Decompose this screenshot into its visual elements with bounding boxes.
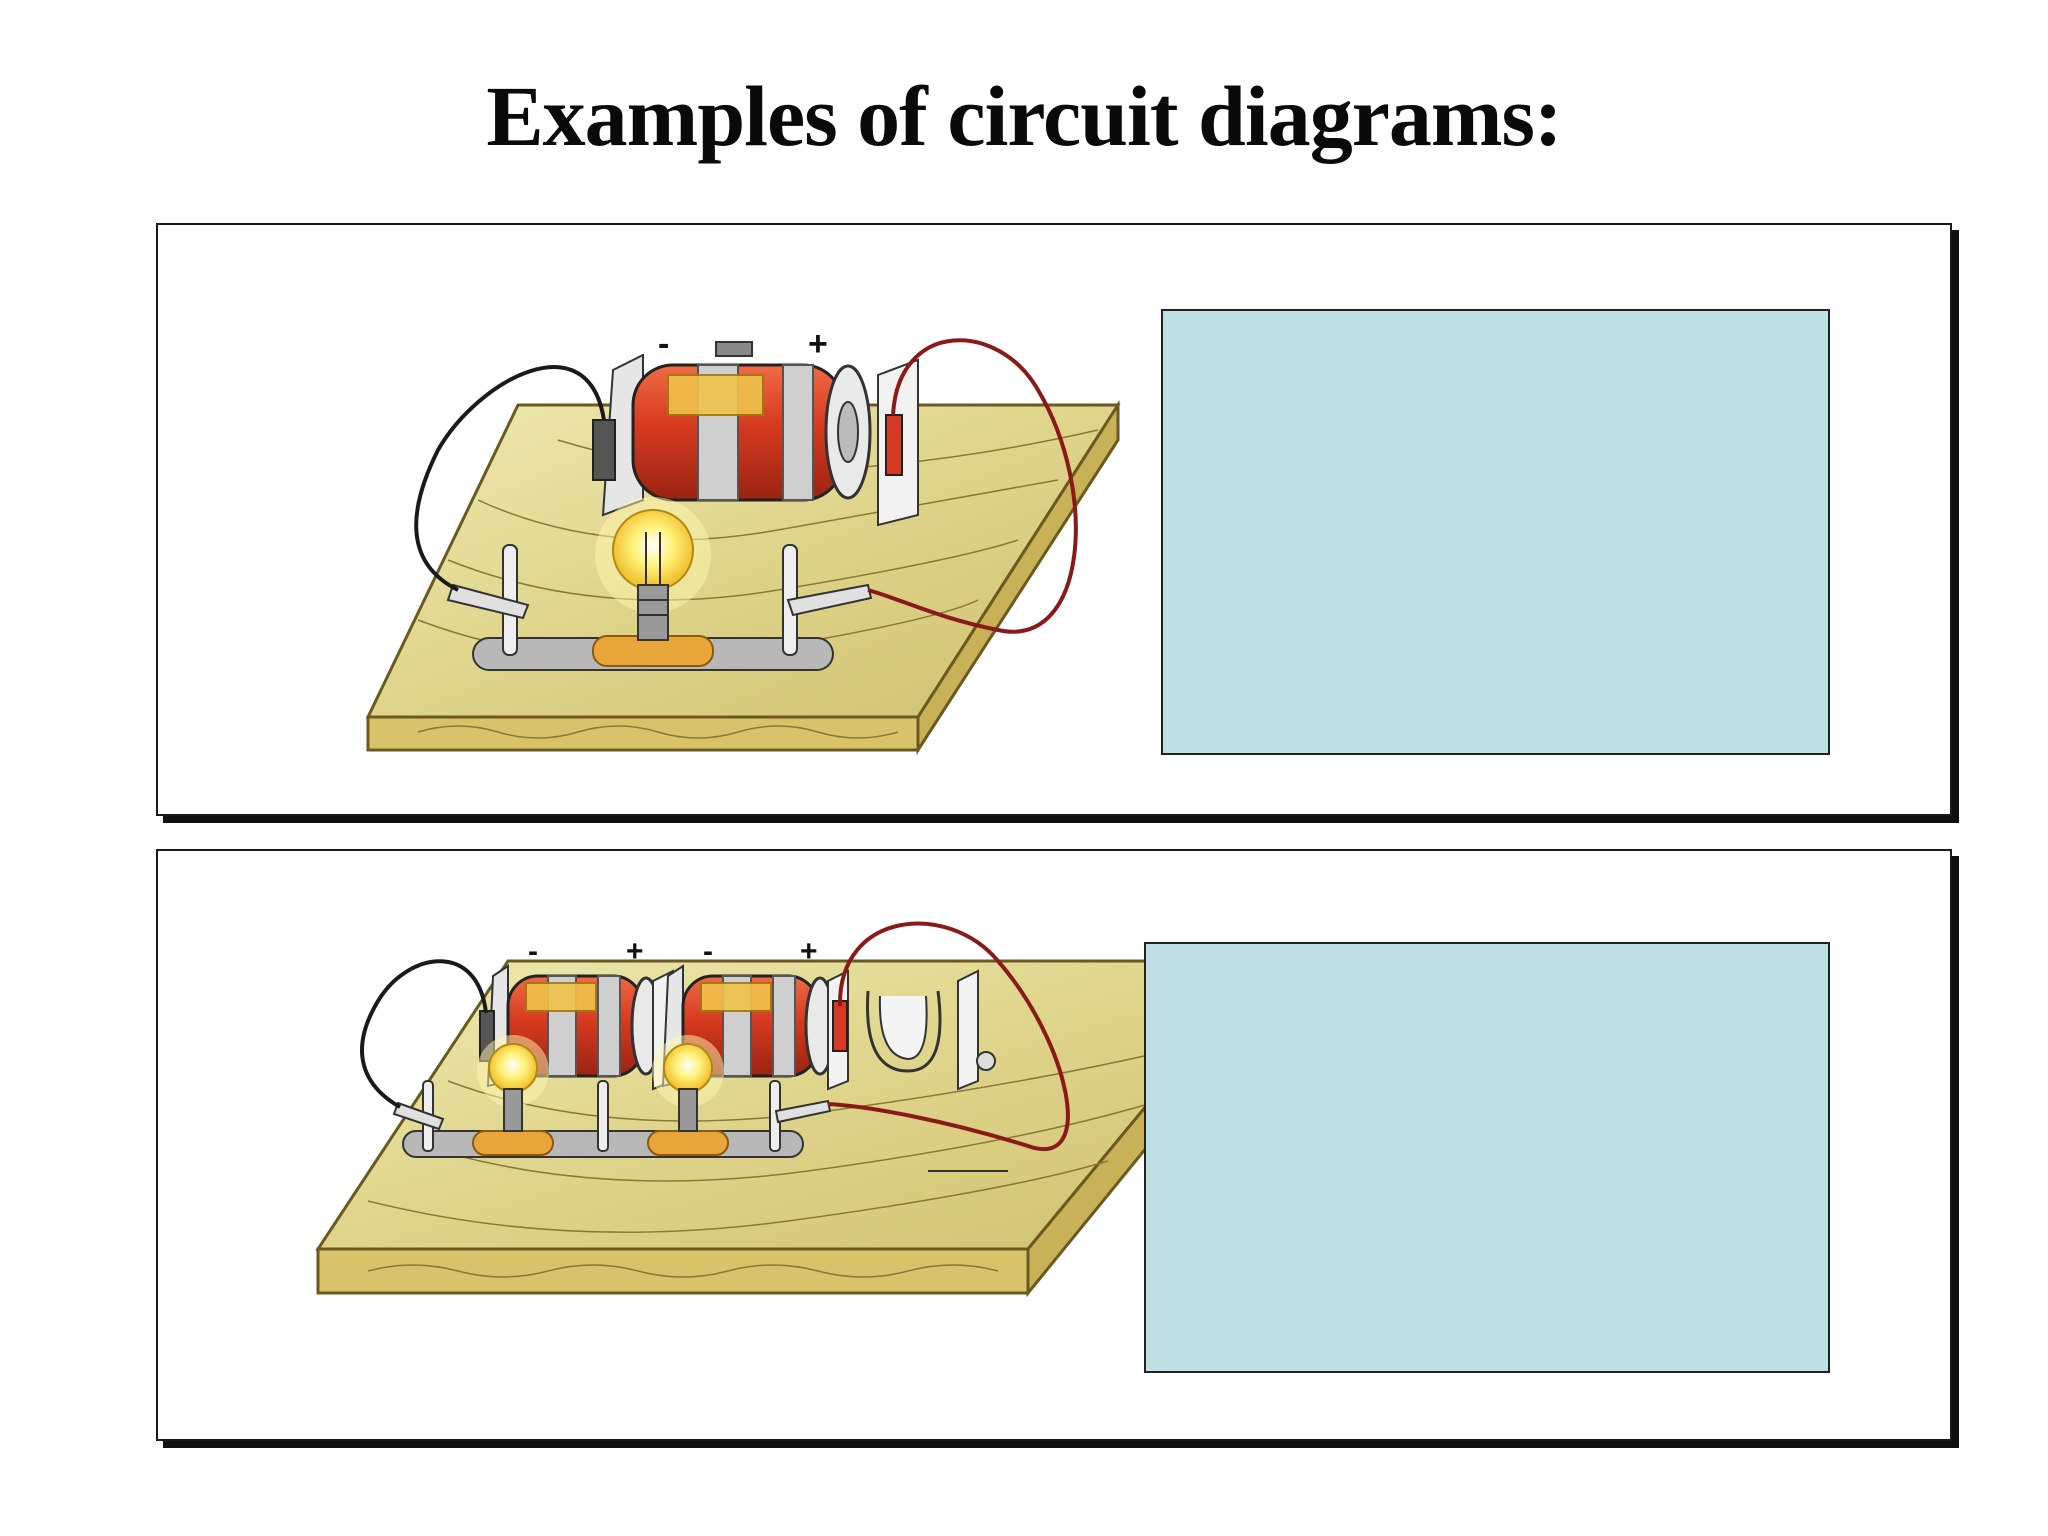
battery-2-plus-label: +: [800, 935, 818, 968]
red-wire: [827, 921, 1070, 1151]
crocodile-clip-left: [392, 1101, 445, 1131]
battery-plus-label: +: [808, 325, 828, 363]
battery-1-plus-label: +: [626, 935, 644, 968]
answer-box-single-cell: [1161, 309, 1830, 755]
battery-cell: - +: [631, 325, 872, 502]
bulb-holder-bar: [472, 544, 834, 671]
crocodile-clip-right: [786, 583, 873, 617]
two-cell-circuit-illustration: - + - +: [315, 921, 1270, 1298]
crocodile-clip-left: [446, 583, 530, 620]
light-bulb: [595, 497, 711, 641]
circuit-panel-single-cell: - +: [156, 223, 1952, 816]
battery-minus-label: -: [658, 325, 669, 363]
light-bulb-2: [652, 1035, 724, 1132]
battery-1-minus-label: -: [528, 935, 538, 968]
black-wire: [414, 365, 606, 592]
battery-cell-2: - +: [661, 935, 849, 1091]
page-title: Examples of circuit diagrams:: [486, 68, 1562, 164]
bulb-holder-bar: [402, 1080, 804, 1158]
crocodile-clip-right: [774, 1099, 832, 1124]
empty-battery-clips: [866, 969, 996, 1091]
black-wire: [360, 959, 488, 1109]
red-wire: [867, 338, 1078, 634]
light-bulb-1: [477, 1035, 549, 1132]
answer-box-two-cell: [1144, 942, 1830, 1373]
single-cell-circuit-illustration: - +: [365, 325, 1121, 756]
battery-2-minus-label: -: [703, 935, 713, 968]
battery-clip-right: [877, 358, 919, 527]
circuit-panel-two-cell: - + - +: [156, 849, 1952, 1441]
